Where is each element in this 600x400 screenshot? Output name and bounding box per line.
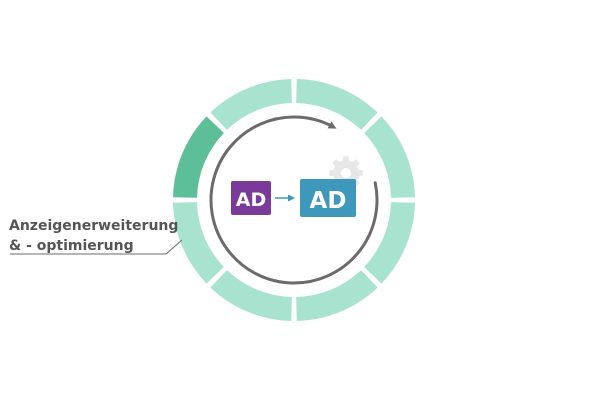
ring-segment <box>364 116 415 198</box>
ring-segment <box>173 202 224 284</box>
ring-segment <box>210 79 292 130</box>
segment-caption: Anzeigenerweiterung & - optimierung <box>9 216 178 256</box>
circular-arrow-icon <box>209 115 379 285</box>
ring-segment <box>364 202 415 284</box>
ring-segment <box>210 270 292 321</box>
ring-segment <box>296 270 378 321</box>
ad-badge-original-label: AD <box>236 189 266 211</box>
caption-leader-line <box>10 239 183 255</box>
ring-segment <box>296 79 378 130</box>
ad-badge-optimized: AD <box>300 179 356 217</box>
right-arrow-icon <box>275 194 295 202</box>
caption-line-1: Anzeigenerweiterung <box>9 218 179 234</box>
ad-badge-optimized-label: AD <box>310 188 347 214</box>
ring-segments <box>173 79 415 321</box>
caption-line-2: & - optimierung <box>9 238 134 254</box>
ring-segment-highlighted <box>173 116 224 198</box>
ad-badge-original: AD <box>231 181 271 215</box>
